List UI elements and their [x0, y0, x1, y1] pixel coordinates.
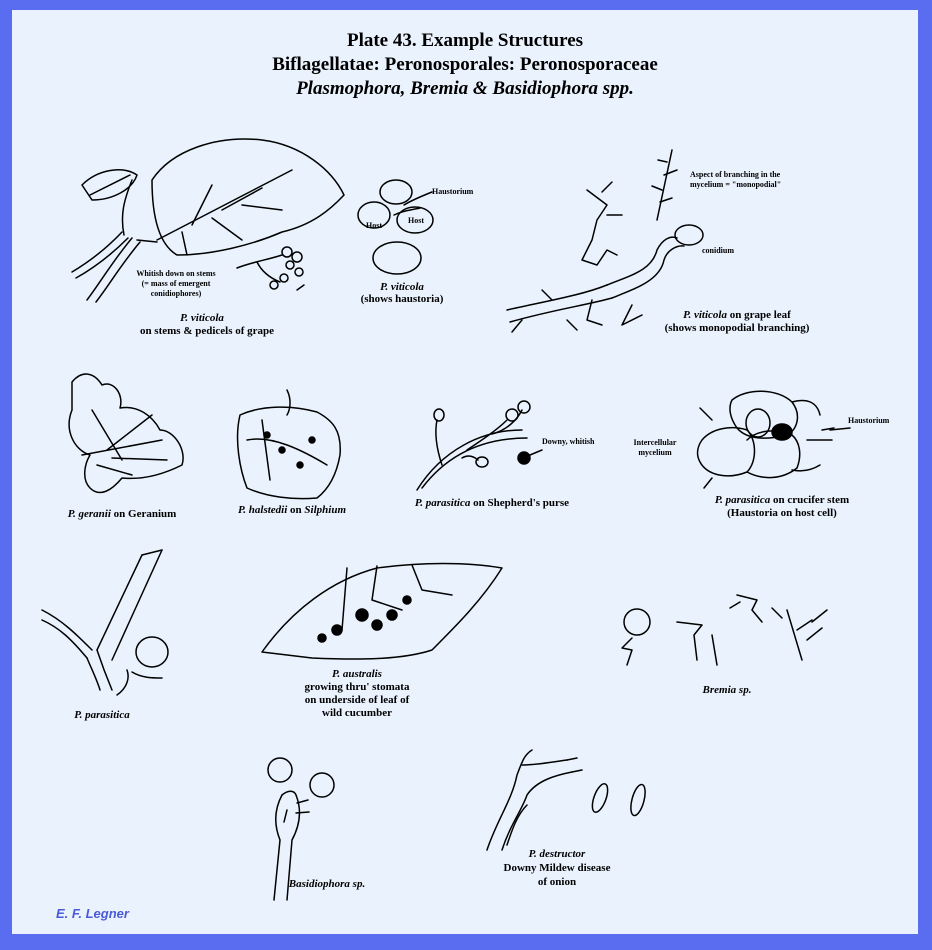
label-grape-species: P. viticola — [180, 312, 224, 324]
plate-page: Plate 43. Example Structures Biflagellat… — [12, 10, 918, 934]
label-downy-whitish: Downy, whitish — [542, 437, 595, 446]
label-intercellular-1: Intercellular — [633, 438, 677, 447]
label-geranii: P. geranii on Geranium — [67, 508, 177, 520]
crucifer-cells-drawing — [696, 390, 835, 489]
monopodial-branching-drawing — [506, 149, 704, 333]
author-credit: E. F. Legner — [56, 906, 129, 921]
grape-leaf-drawing — [71, 138, 345, 303]
basidiophora-drawing — [267, 757, 335, 901]
label-host-a: Host — [366, 221, 382, 230]
label-host-b: Host — [408, 216, 424, 225]
parasitica-hyphae-drawing — [41, 549, 169, 696]
silphium-leaf-drawing — [236, 389, 341, 500]
label-whitish-down-2: (= mass of emergent — [141, 279, 211, 288]
australis-leaf-drawing — [261, 562, 503, 660]
label-whitish-down-3: conidiophores) — [150, 289, 202, 298]
haustoria-cells-drawing — [357, 179, 434, 275]
label-haust-species: P. viticola — [380, 281, 424, 293]
label-destructor-1: Downy Mildew disease — [503, 862, 611, 874]
label-haust-caption: (shows haustoria) — [360, 293, 444, 305]
label-crucifer-caption-b: (Haustoria on host cell) — [727, 507, 837, 519]
plate-genera: Plasmophora, Bremia & Basidiophora spp. — [296, 78, 634, 99]
label-halstedii: P. halstedii on Silphium — [237, 504, 346, 516]
label-bremia: Bremia sp. — [702, 684, 752, 696]
label-parasitica: P. parasitica — [74, 709, 130, 721]
label-destructor-2: of onion — [537, 876, 577, 888]
label-basidiophora: Basidiophora sp. — [288, 878, 366, 890]
haustorium-leader-line — [829, 427, 851, 431]
label-shepherd: P. parasitica on Shepherd's purse — [414, 497, 570, 509]
bremia-drawing — [621, 594, 828, 666]
label-haustorium-right: Haustorium — [848, 416, 890, 425]
label-branching-2: mycelium = "monopodial" — [690, 180, 782, 189]
label-australis-3: wild cucumber — [322, 707, 392, 719]
destructor-drawing — [486, 749, 646, 851]
label-australis-species: P. australis — [332, 668, 382, 680]
geranium-leaf-drawing — [68, 373, 184, 494]
plate-drawings — [41, 138, 851, 901]
plate-title: Plate 43. Example Structures — [346, 30, 584, 51]
plate-subtitle: Biflagellatae: Peronosporales: Peronospo… — [272, 54, 658, 75]
label-australis-2: on underside of leaf of — [304, 694, 410, 706]
label-crucifer-caption-a: P. parasitica on crucifer stem — [714, 494, 850, 506]
label-haustorium-top: Haustorium — [432, 187, 474, 196]
shepherds-purse-drawing — [416, 400, 543, 491]
label-conidium: conidium — [702, 246, 735, 255]
label-australis-1: growing thru' stomata — [304, 681, 410, 693]
label-grapeleaf-caption-b: (shows monopodial branching) — [664, 322, 810, 334]
label-grape-caption: on stems & pedicels of grape — [139, 325, 275, 337]
label-branching-1: Aspect of branching in the — [690, 170, 781, 179]
label-whitish-down-1: Whitish down on stems — [136, 269, 216, 278]
label-intercellular-2: mycelium — [638, 448, 672, 457]
label-destructor-species: P. destructor — [528, 848, 586, 860]
label-grapeleaf-caption-a: P. viticola on grape leaf — [683, 309, 791, 321]
pedicel-cluster-drawing — [236, 246, 305, 291]
